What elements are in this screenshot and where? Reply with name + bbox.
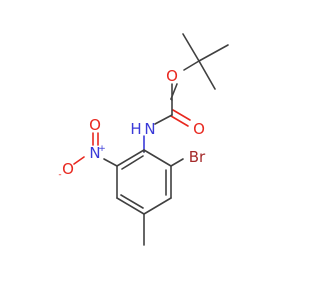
- ring-bond-top-left-inner: [121, 155, 144, 170]
- bond-tbu-methyl-bottom: [198, 60, 216, 90]
- atom-n-amide: N: [144, 120, 155, 138]
- atom-n-nitro: N: [89, 144, 100, 162]
- ring-bond-top-right: [143, 149, 172, 167]
- ring-bond-bottom-right: [143, 197, 172, 215]
- bond-ring-to-br: [170, 158, 184, 167]
- bond-carbonyl-double-a: [170, 115, 189, 127]
- ring-bond-bottom-left: [116, 197, 145, 215]
- atom-o-nitro-left: O: [62, 160, 74, 178]
- nitro-o-charge: -: [58, 170, 61, 180]
- atom-o-ether: O: [166, 67, 178, 85]
- bond-nitro-left: [73, 156, 85, 165]
- bond-tbu-methyl-right: [198, 44, 229, 62]
- atom-o-carbonyl: O: [193, 120, 205, 138]
- nitro-n-charge: +: [98, 144, 106, 154]
- bond-tbu-to-oxygen: [183, 60, 200, 71]
- bond-carbonyl-to-nh: [154, 114, 173, 125]
- bond-ring-to-nitro: [103, 158, 118, 167]
- bond-tbu-methyl-top: [182, 33, 200, 62]
- molecule-diagram: O O H N N + O O - Br: [58, 33, 229, 246]
- atom-h-amide: H: [130, 120, 141, 138]
- atom-br: Br: [189, 148, 206, 166]
- structure-svg: O O H N N + O O - Br: [58, 33, 229, 246]
- ring-bond-bottom-left-inner: [120, 194, 144, 209]
- atom-o-nitro-top: O: [89, 116, 101, 134]
- bond-carbonyl-double-b: [172, 109, 191, 121]
- ring-bond-top-left: [116, 149, 145, 167]
